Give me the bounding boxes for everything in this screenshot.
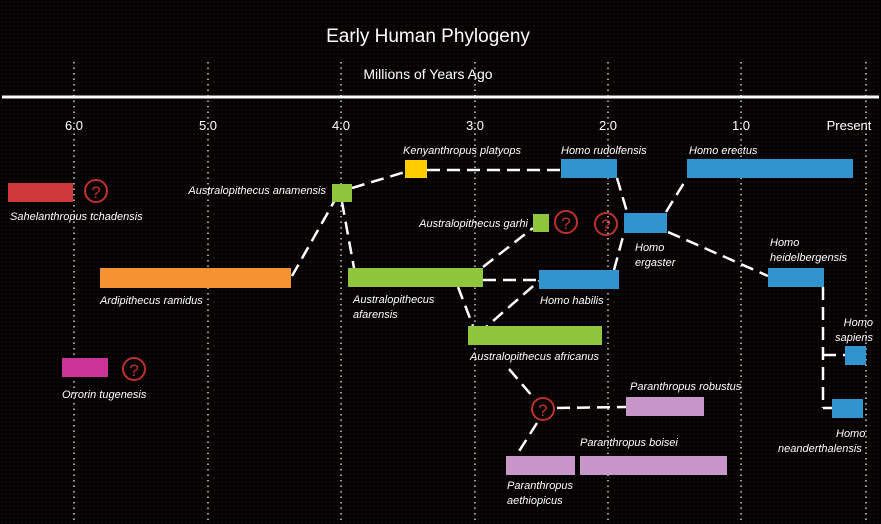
bar-neanderthalensis: [832, 399, 863, 418]
label-sahelanthropus: Sahelanthropus tchadensis: [10, 211, 143, 223]
svg-text:?: ?: [538, 401, 547, 420]
tick-present: Present: [827, 118, 872, 133]
bar-africanus: [468, 326, 602, 345]
connector-anamensis-platyops: [351, 170, 406, 190]
bar-robustus: [626, 397, 704, 416]
label-anamensis: Australopithecus anamensis: [187, 185, 326, 197]
connector-afarensis-garhi: [482, 227, 534, 268]
diagram-title: Early Human Phylogeny: [326, 26, 530, 47]
axis-label: Millions of Years Ago: [363, 66, 492, 82]
bar-ergaster: [624, 213, 667, 233]
label-orrorin: Orrorin tugenesis: [62, 389, 147, 401]
connectors: [290, 168, 845, 457]
label-ardipithecus: Ardipithecus ramidus: [99, 295, 203, 307]
label-garhi: Australopithecus garhi: [418, 218, 528, 230]
bar-boisei: [580, 456, 727, 475]
connector-question-aethiopicus: [514, 422, 539, 457]
species-bars: [8, 159, 866, 475]
question-markers: ? ? ? ? ?: [84, 179, 618, 421]
label-africanus: Australopithecus africanus: [469, 351, 600, 363]
label-heidelbergensis-1: Homo: [770, 237, 799, 249]
connector-ergaster-heidelbergensis: [667, 230, 769, 278]
tick-1: 1.0: [732, 118, 750, 133]
bar-habilis: [539, 270, 619, 289]
bar-sahelanthropus: [8, 183, 73, 202]
connector-africanus-habilis: [477, 280, 540, 335]
question-icon: ?: [594, 212, 618, 236]
label-robustus: Paranthropus robustus: [630, 381, 742, 393]
label-neanderthalensis-1: Homo: [836, 428, 865, 440]
bar-garhi: [533, 214, 549, 232]
bar-sapiens: [845, 346, 866, 365]
tick-4: 4.0: [332, 118, 350, 133]
label-aethiopicus-2: aethiopicus: [507, 495, 563, 507]
tick-5: 5.0: [199, 118, 217, 133]
svg-text:?: ?: [91, 183, 100, 202]
label-aethiopicus-1: Paranthropus: [507, 480, 574, 492]
label-habilis: Homo habilis: [540, 295, 604, 307]
label-platyops: Kenyanthropus platyops: [403, 145, 522, 157]
bar-platyops: [405, 160, 427, 178]
tick-2: 2.0: [599, 118, 617, 133]
connector-question-robustus: [556, 405, 627, 410]
connector-africanus-question: [508, 368, 534, 398]
label-afarensis-1: Australopithecus: [352, 294, 435, 306]
question-icon: ?: [122, 357, 146, 381]
label-erectus: Homo erectus: [689, 145, 758, 157]
bar-heidelbergensis: [768, 268, 824, 287]
label-ergaster-2: ergaster: [635, 257, 677, 269]
connector-habilis-ergaster: [612, 232, 626, 271]
label-sapiens-2: sapiens: [835, 332, 873, 344]
connector-rudolfensis-ergaster: [615, 177, 629, 213]
label-rudolfensis: Homo rudolfensis: [561, 145, 647, 157]
bar-anamensis: [332, 184, 352, 202]
label-sapiens-1: Homo: [844, 317, 873, 329]
connector-anamensis-afarensis: [340, 201, 356, 269]
tick-3: 3.0: [466, 118, 484, 133]
tick-6: 6.0: [65, 118, 83, 133]
connector-afarensis-africanus: [456, 286, 475, 327]
label-neanderthalensis-2: neanderthalensis: [778, 443, 862, 455]
bar-ardipithecus: [100, 268, 291, 288]
connector-ardipithecus-anamensis: [290, 199, 337, 277]
label-heidelbergensis-2: heidelbergensis: [770, 252, 848, 264]
bar-orrorin: [62, 358, 108, 377]
connector-ergaster-erectus: [664, 177, 689, 213]
question-icon: ?: [554, 210, 578, 234]
bar-rudolfensis: [561, 159, 617, 178]
label-ergaster-1: Homo: [635, 242, 664, 254]
species-labels: Sahelanthropus tchadensis Ardipithecus r…: [10, 145, 873, 507]
label-boisei: Paranthropus boisei: [580, 437, 678, 449]
svg-text:?: ?: [129, 361, 138, 380]
svg-text:?: ?: [601, 216, 610, 235]
label-afarensis-2: afarensis: [353, 309, 398, 321]
bar-erectus: [687, 159, 853, 178]
question-icon: ?: [84, 179, 108, 203]
bar-afarensis: [348, 268, 483, 287]
question-icon: ?: [531, 397, 555, 421]
bar-aethiopicus: [506, 456, 575, 475]
svg-text:?: ?: [561, 214, 570, 233]
gridlines: [73, 62, 867, 524]
